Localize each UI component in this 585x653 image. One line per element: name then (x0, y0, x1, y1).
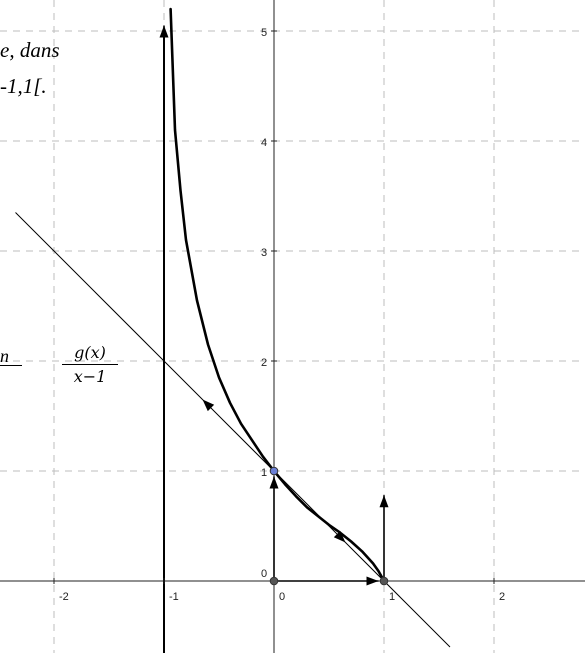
x-tick-label: 1 (389, 591, 395, 603)
text-fragment-3: n (0, 346, 9, 366)
arrow-head (159, 25, 169, 38)
plot-point (269, 576, 279, 586)
x-tick-label: 2 (499, 591, 505, 603)
arrow-head (333, 530, 346, 543)
underline-mark (0, 365, 22, 366)
text-fragment-line1: e, dans (0, 38, 60, 62)
arrow-head (202, 399, 215, 412)
x-tick-label: -1 (169, 591, 179, 603)
plot-point (269, 466, 279, 476)
arrow-head (379, 495, 389, 508)
x-tick-label: -2 (59, 591, 69, 603)
plot-point (379, 576, 389, 586)
arrow-head (366, 576, 379, 586)
formula-denominator: x−1 (73, 367, 107, 386)
formula-fraction: g(x) x−1 (62, 343, 118, 386)
tangent-line (15, 212, 451, 648)
x-tick-label: 0 (279, 591, 285, 603)
formula-numerator: g(x) (62, 343, 118, 365)
y-tick-label: 1 (261, 467, 267, 479)
y-tick-label: 4 (261, 137, 267, 149)
y-tick-label: 2 (261, 357, 267, 369)
arrow-head (269, 476, 279, 489)
y-tick-label: 5 (261, 27, 267, 39)
y-tick-label: 3 (261, 247, 267, 259)
points-layer (269, 466, 389, 586)
arrows-layer (159, 25, 389, 586)
text-fragment-line2: -1,1[. (0, 74, 47, 98)
y-tick-label: 0 (261, 568, 267, 580)
